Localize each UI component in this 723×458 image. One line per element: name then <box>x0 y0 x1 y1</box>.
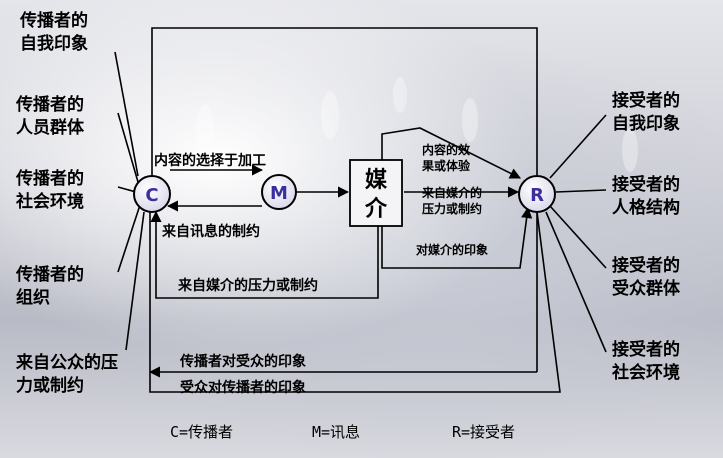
right-factor-4-line-1: 接受者的 <box>612 339 680 360</box>
legend-r: R=接受者 <box>452 423 515 441</box>
left-factor-2-line-2: 人员群体 <box>16 117 85 138</box>
legend: C=传播者 M=讯息 R=接受者 <box>170 423 515 441</box>
right-factor-3-line-1: 接受者的 <box>612 255 680 276</box>
background-decoration <box>196 77 638 172</box>
right-factor-4-line-2: 社会环境 <box>611 362 680 383</box>
node-c: C <box>133 175 171 213</box>
legend-m: M=讯息 <box>312 423 360 441</box>
connector-lines <box>148 27 561 393</box>
node-m: M <box>261 174 297 210</box>
right-factor-3-line-2: 受众群体 <box>612 278 681 299</box>
node-m-label: M <box>270 183 288 204</box>
left-factor-5-line-1: 来自公众的压 <box>15 352 118 373</box>
media-box: 媒 介 <box>349 159 403 227</box>
label-media-pressure-right-1: 来自媒介的 <box>421 185 482 200</box>
right-factor-arrows <box>545 114 607 353</box>
right-factor-2-line-2: 人格结构 <box>612 197 680 218</box>
label-media-impression: 对媒介的印象 <box>416 242 488 257</box>
arrow-content-effect <box>381 127 522 179</box>
line-audience-impression <box>149 211 561 393</box>
left-factor-4-line-2: 组织 <box>16 287 50 308</box>
media-label-2: 介 <box>364 196 388 222</box>
label-content-effect-1: 内容的效 <box>422 142 471 157</box>
right-factor-1-line-1: 接受者的 <box>612 90 680 111</box>
legend-c: C=传播者 <box>170 423 233 441</box>
node-r: R <box>518 175 556 213</box>
left-factor-5-line-2: 力或制约 <box>16 375 84 396</box>
left-factor-3-line-1: 传播者的 <box>15 168 84 189</box>
label-audience-impression: 受众对传播者的印象 <box>180 379 306 396</box>
label-content-effect-2: 果或体验 <box>421 158 471 173</box>
label-media-pressure-bottom: 来自媒介的压力或制约 <box>177 277 318 294</box>
left-factor-3-line-2: 社会环境 <box>15 191 84 212</box>
label-media-pressure-right-2: 压力或制约 <box>422 201 482 216</box>
label-communicator-impression: 传播者对受众的印象 <box>179 353 306 370</box>
left-factor-2-line-1: 传播者的 <box>15 94 84 115</box>
left-factor-4-line-1: 传播者的 <box>15 264 84 285</box>
line-media-pressure-bottom <box>150 210 379 299</box>
left-factor-arrows <box>114 51 145 351</box>
node-c-label: C <box>145 185 158 206</box>
right-factor-1-line-2: 自我印象 <box>612 113 680 134</box>
flow-arrows <box>166 127 533 269</box>
left-factor-1-line-2: 自我印象 <box>20 33 88 54</box>
right-factor-2-line-1: 接受者的 <box>612 174 680 195</box>
left-factors: 传播者的 自我印象 传播者的 人员群体 传播者的 社会环境 传播者的 组织 来自… <box>15 10 118 396</box>
left-factor-1-line-1: 传播者的 <box>19 10 88 31</box>
media-label-1: 媒 <box>365 167 388 193</box>
arrow-media-impression <box>381 206 533 269</box>
label-feedback-message: 来自讯息的制约 <box>161 223 260 240</box>
top-frame-line <box>151 27 538 180</box>
label-selection: 内容的选择于加工 <box>154 152 266 169</box>
right-factors: 接受者的 自我印象 接受者的 人格结构 接受者的 受众群体 接受者的 社会环境 <box>611 90 681 383</box>
node-r-label: R <box>530 185 544 206</box>
